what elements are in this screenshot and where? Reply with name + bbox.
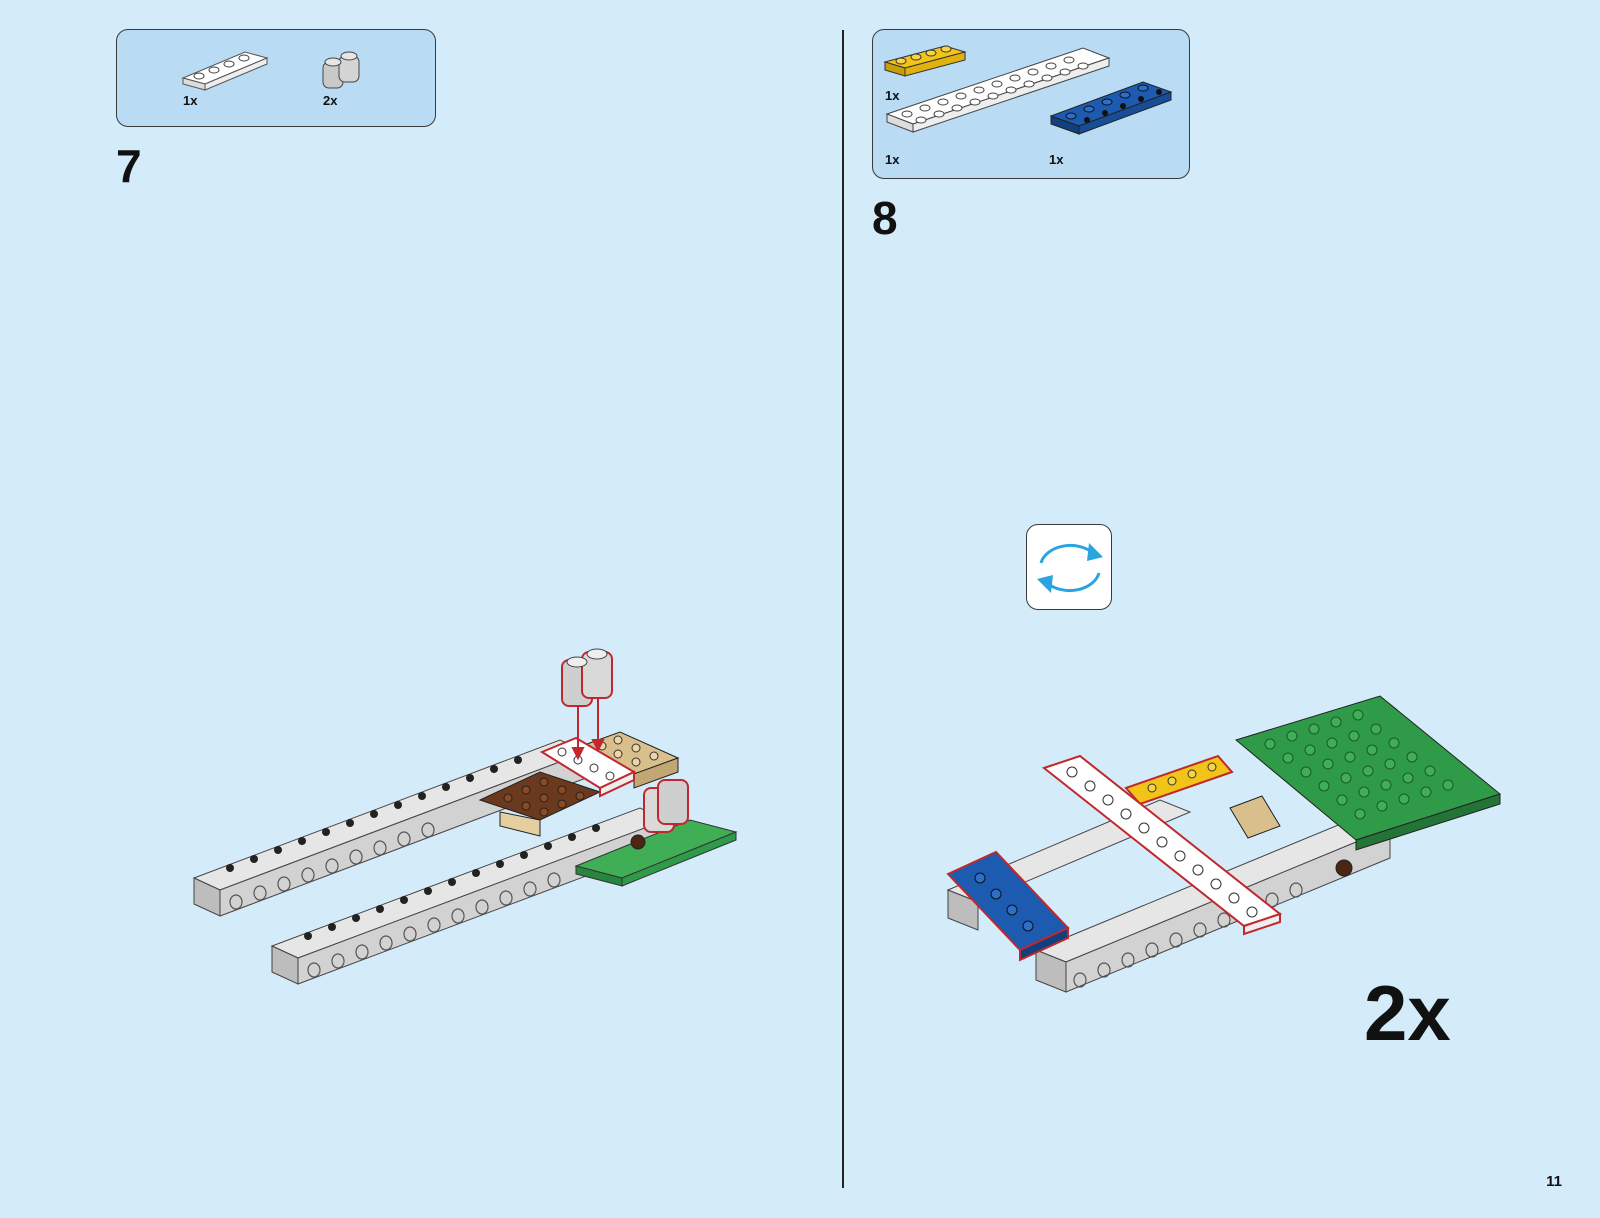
blue-technic-plate-icon (1047, 76, 1187, 136)
page-divider (842, 30, 844, 1188)
step-number: 7 (116, 143, 142, 189)
step-number: 8 (872, 195, 898, 241)
part-qty-label: 2x (323, 93, 337, 108)
part-qty-label: 1x (1049, 152, 1063, 167)
page-number: 11 (1546, 1173, 1562, 1190)
step8-parts-callout: 1x 1x 1x (872, 29, 1190, 179)
gray-round-brick-icon (321, 50, 371, 94)
build-multiplier: 2x (1364, 974, 1451, 1052)
step7-model-illustration (190, 640, 790, 1040)
part-qty-label: 1x (885, 152, 899, 167)
part-qty-label: 1x (183, 93, 197, 108)
white-plate-1x4-icon (183, 48, 273, 88)
step7-parts-callout: 1x 2x (116, 29, 436, 127)
rotate-model-icon (1026, 524, 1112, 610)
